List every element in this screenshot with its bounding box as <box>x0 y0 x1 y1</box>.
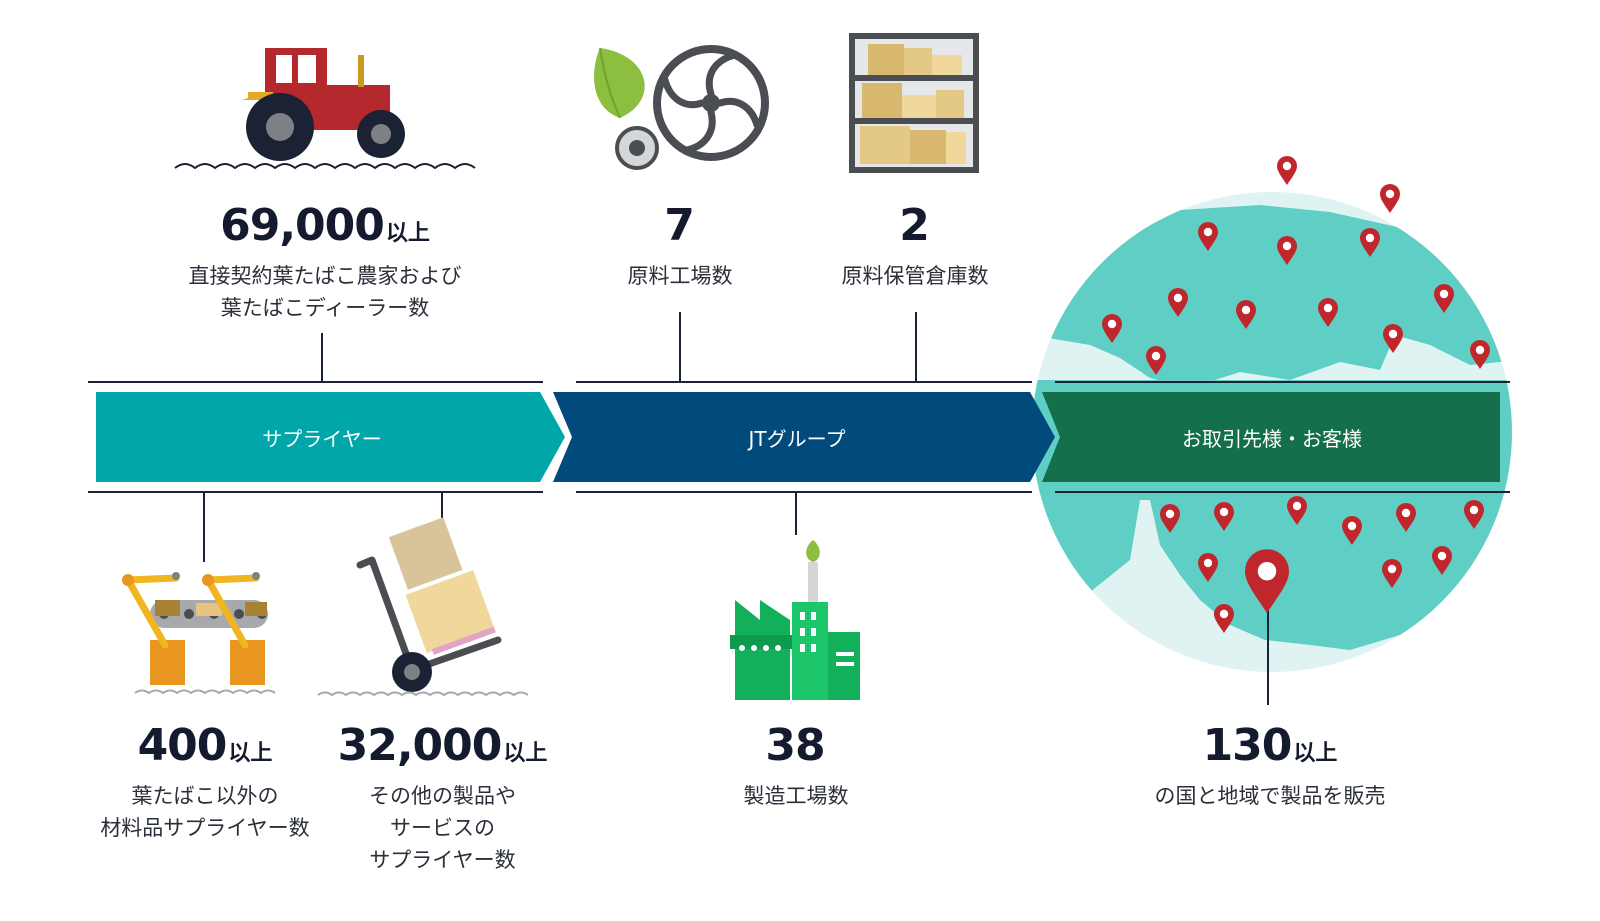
stage-arrow-supplier <box>96 392 565 482</box>
map-pin-dot <box>1151 351 1161 361</box>
map-pins <box>1102 155 1490 633</box>
map-pin-dot <box>1401 508 1411 518</box>
stat-number: 38 <box>765 720 825 771</box>
map-pin-dot <box>1365 233 1375 243</box>
stat-description: 原料保管倉庫数 <box>841 264 989 288</box>
map-pin-dot <box>1475 345 1485 355</box>
stat-description: 葉たばこ以外の 材料品サプライヤー数 <box>100 784 310 840</box>
stage-label-jt: JTグループ <box>747 427 846 451</box>
stage-arrows <box>96 392 1500 482</box>
map-pin-dot <box>1241 305 1251 315</box>
map-pin-icon <box>1277 155 1297 185</box>
map-pin-dot <box>1469 505 1479 515</box>
stage-label-customer: お取引先様・お客様 <box>1182 427 1362 451</box>
map-pin-icon <box>1198 222 1218 251</box>
map-pin-dot <box>1388 329 1398 339</box>
map-pin-dot <box>1173 293 1183 303</box>
map-pin-icon <box>1432 546 1452 575</box>
stat-raw-material-factories: 7 原料工場数 <box>580 200 780 292</box>
stage-arrow-customer <box>1042 392 1500 482</box>
map-pin-icon <box>1245 549 1289 613</box>
map-pin-icon <box>1470 340 1490 369</box>
stat-description: 原料工場数 <box>627 264 733 288</box>
map-pin-dot <box>1107 319 1117 329</box>
map-pin-icon <box>1146 346 1166 375</box>
factory-icon <box>730 540 860 700</box>
stat-description: その他の製品や サービスの サプライヤー数 <box>369 784 516 872</box>
stat-number: 69,000 <box>220 200 385 251</box>
map-pin-dot <box>1387 564 1397 574</box>
map-pin-icon <box>1236 300 1256 329</box>
stat-raw-material-warehouses: 2 原料保管倉庫数 <box>800 200 1030 292</box>
hand-truck-boxes-icon <box>317 517 529 697</box>
map-pin-dot <box>1203 227 1213 237</box>
map-pin-dot <box>1292 501 1302 511</box>
map-pin-icon <box>1318 298 1338 327</box>
map-pin-dot <box>1437 551 1447 561</box>
stat-number: 7 <box>664 200 695 251</box>
stat-suffix: 以上 <box>1293 741 1338 766</box>
stat-material-suppliers: 400以上 葉たばこ以外の 材料品サプライヤー数 <box>60 720 350 844</box>
map-pin-dot <box>1203 558 1213 568</box>
map-pin-icon <box>1198 553 1218 582</box>
stat-farmers: 69,000以上 直接契約葉たばこ農家および 葉たばこディーラー数 <box>150 200 500 324</box>
map-pin-icon <box>1360 228 1380 257</box>
map-pin-icon <box>1464 500 1484 529</box>
map-pin-icon <box>1168 288 1188 317</box>
stat-number: 2 <box>899 200 930 251</box>
map-pin-dot <box>1219 507 1229 517</box>
map-pin-dot <box>1219 609 1229 619</box>
map-pin-icon <box>1383 324 1403 353</box>
map-pin-icon <box>1382 559 1402 588</box>
stat-other-suppliers: 32,000以上 その他の製品や サービスの サプライヤー数 <box>310 720 575 876</box>
stat-markets: 130以上 の国と地域で製品を販売 <box>1100 720 1440 812</box>
stat-description: 直接契約葉たばこ農家および 葉たばこディーラー数 <box>188 264 462 320</box>
map-pin-icon <box>1342 516 1362 545</box>
map-pin-icon <box>1102 314 1122 343</box>
stat-suffix: 以上 <box>385 221 430 246</box>
map-pin-icon <box>1287 496 1307 525</box>
map-pin-icon <box>1214 502 1234 531</box>
connector-lines <box>88 312 1510 705</box>
map-pin-icon <box>1277 235 1297 265</box>
leaf-icon <box>594 47 645 119</box>
map-pin-dot <box>1439 289 1449 299</box>
warehouse-shelf-icon <box>849 33 979 173</box>
stage-arrow-jt <box>553 392 1055 482</box>
map-pin-dot <box>1323 303 1333 313</box>
stat-number: 32,000 <box>337 720 503 771</box>
robot-arm-conveyor-icon <box>122 572 276 695</box>
map-pin-dot <box>1385 189 1395 199</box>
fan-icon <box>615 45 769 170</box>
stat-number: 400 <box>137 720 228 771</box>
stat-number: 130 <box>1202 720 1293 771</box>
map-pin-dot <box>1165 509 1175 519</box>
map-pin-icon <box>1396 503 1416 532</box>
map-pin-dot <box>1257 561 1277 581</box>
stat-suffix: 以上 <box>228 741 273 766</box>
map-pin-dot <box>1347 521 1357 531</box>
stat-manufacturing-factories: 38 製造工場数 <box>690 720 902 812</box>
map-pin-icon <box>1380 184 1400 213</box>
stat-description: 製造工場数 <box>743 784 849 808</box>
stat-suffix: 以上 <box>503 741 548 766</box>
stat-description: の国と地域で製品を販売 <box>1154 784 1386 808</box>
map-pin-dot <box>1282 241 1292 251</box>
tractor-icon <box>174 48 476 170</box>
map-pin-icon <box>1434 284 1454 313</box>
stage-label-supplier: サプライヤー <box>262 427 381 451</box>
map-pin-dot <box>1282 161 1292 171</box>
map-pin-icon <box>1214 604 1234 633</box>
map-pin-icon <box>1160 504 1180 533</box>
